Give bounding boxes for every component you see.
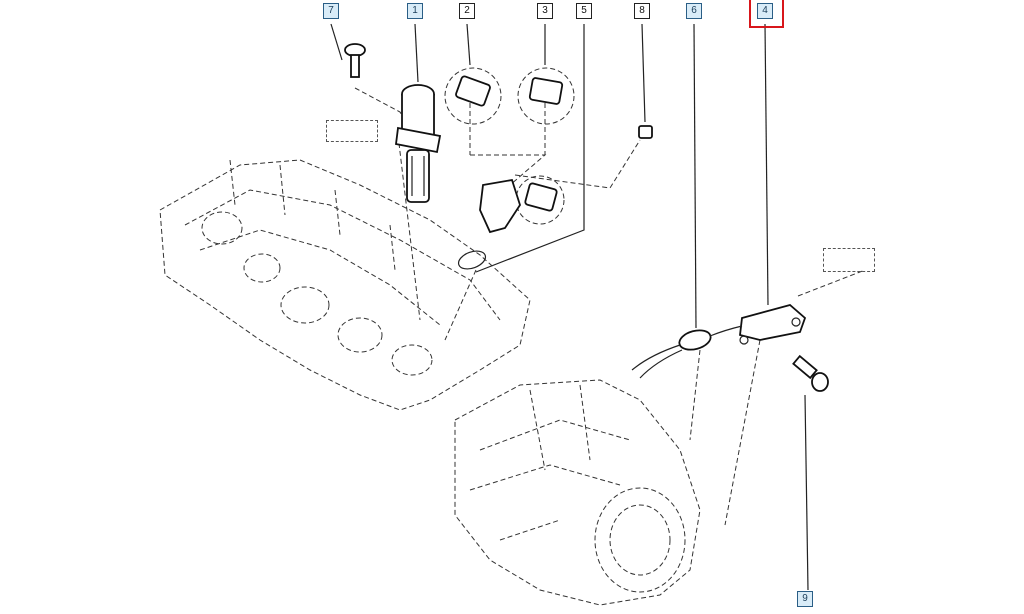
label-box-coil — [326, 120, 378, 142]
bolt-9-drawing — [792, 354, 829, 392]
connector-details — [444, 67, 575, 270]
leader-4 — [764, 23, 769, 306]
connection-lines — [354, 87, 866, 526]
leader-8 — [641, 23, 646, 123]
callout-9[interactable]: 9 — [797, 591, 813, 607]
callout-3[interactable]: 3 — [537, 3, 553, 19]
crank-sensor-drawing — [631, 304, 807, 379]
callout-6[interactable]: 6 — [686, 3, 702, 19]
leader-6 — [693, 23, 697, 329]
leader-2 — [466, 23, 471, 66]
callout-2[interactable]: 2 — [459, 3, 475, 19]
callout-4[interactable]: 4 — [757, 3, 773, 19]
leader-lines — [330, 23, 809, 591]
callout-1[interactable]: 1 — [407, 3, 423, 19]
leader-7 — [330, 23, 343, 61]
cylinder-head-outline — [159, 159, 531, 411]
leader-9 — [804, 394, 809, 591]
leader-5 — [475, 24, 585, 273]
gearbox-outline — [454, 379, 701, 606]
ignition-coil-drawing — [395, 84, 442, 203]
callout-8[interactable]: 8 — [634, 3, 650, 19]
leader-1 — [414, 23, 419, 83]
label-box-sensor — [823, 248, 875, 272]
callout-5[interactable]: 5 — [576, 3, 592, 19]
callout-7[interactable]: 7 — [323, 3, 339, 19]
plug-8-drawing — [638, 125, 653, 139]
selected-callout-highlight — [749, 0, 784, 28]
bolt-7-drawing — [344, 43, 366, 78]
